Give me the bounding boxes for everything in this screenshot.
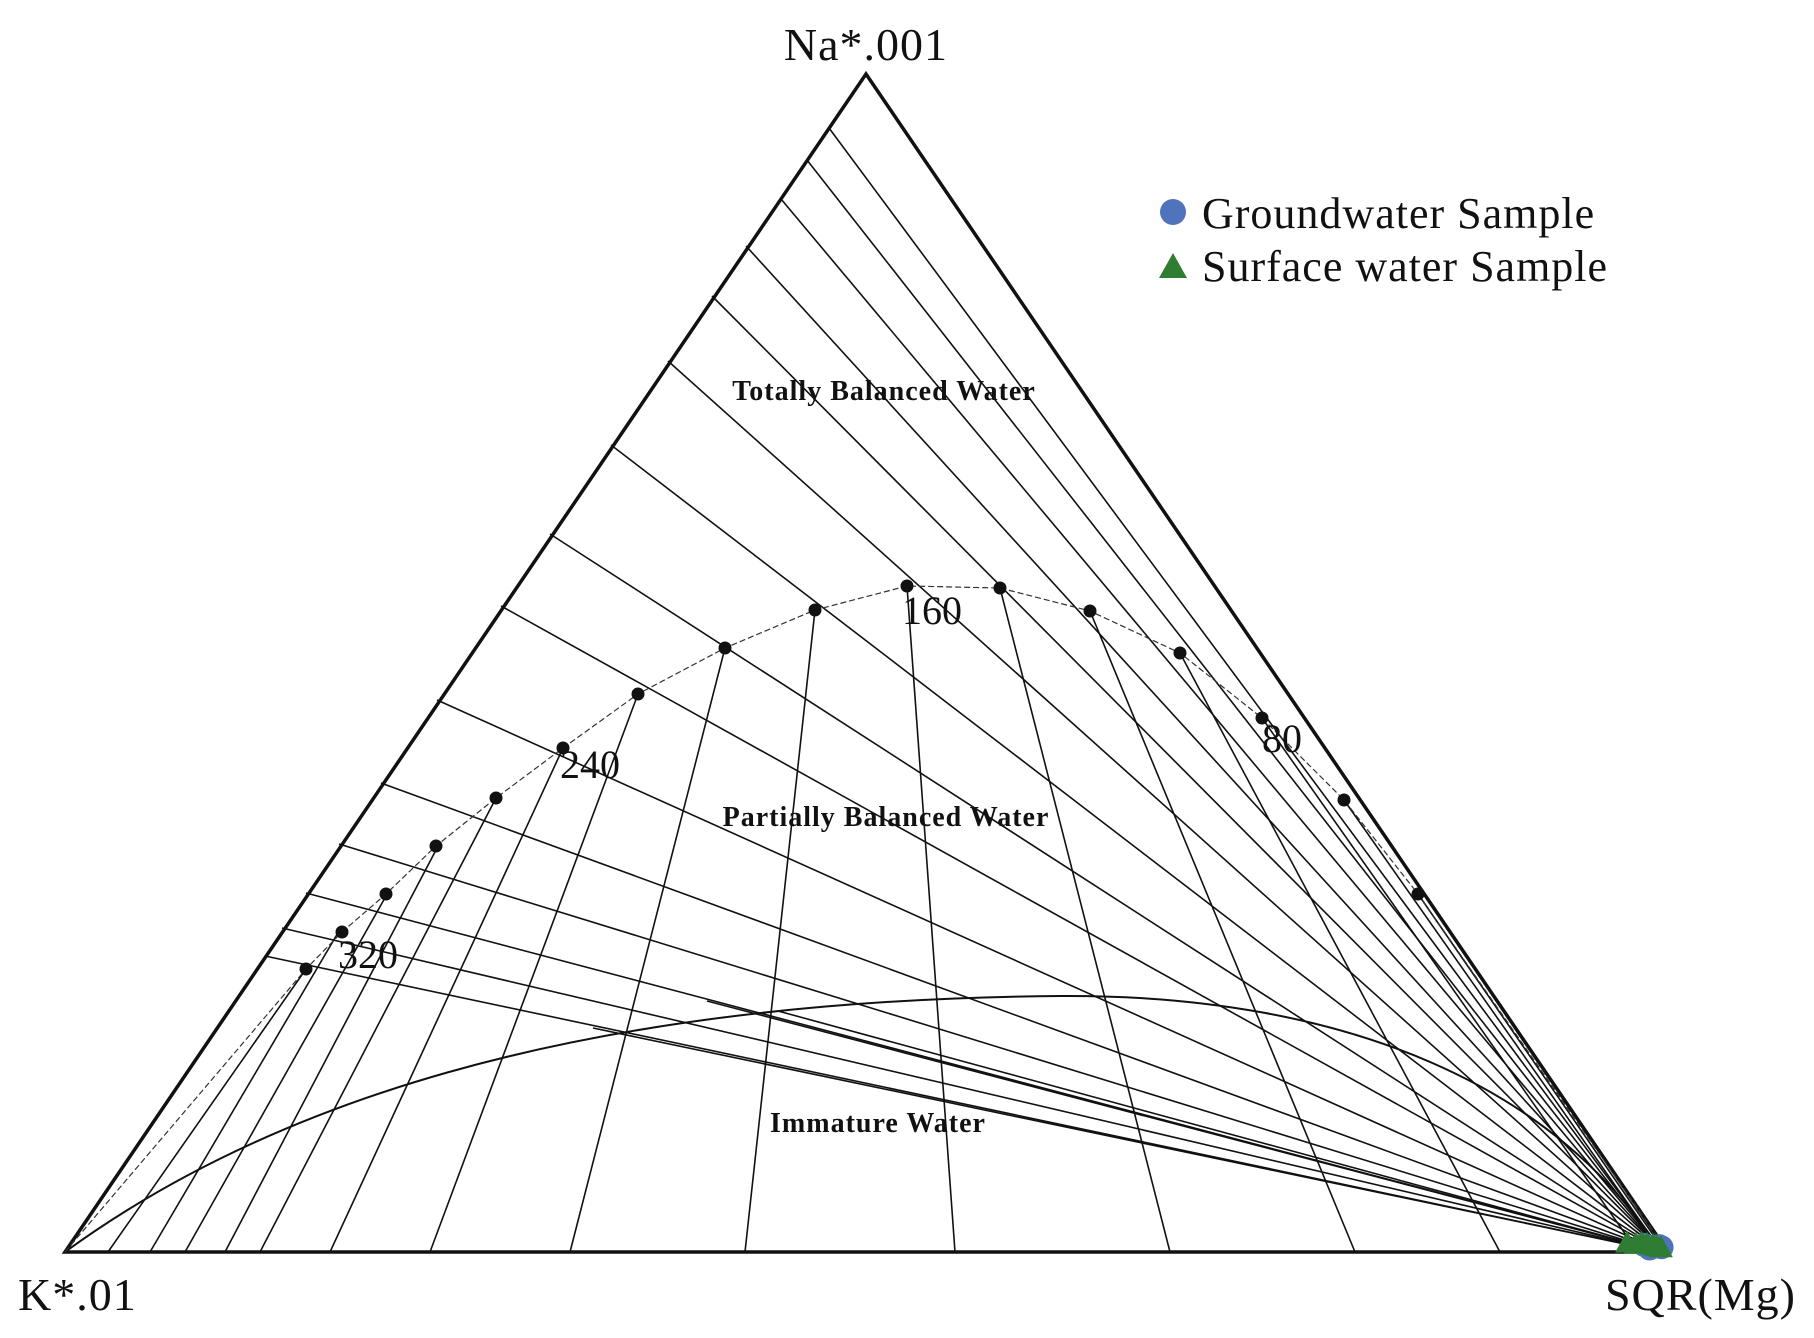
isotherm-grid xyxy=(107,127,1666,1253)
temperature-label-240: 240 xyxy=(560,742,620,787)
isotherm-line xyxy=(281,927,1664,1253)
temperature-dot xyxy=(1337,793,1351,807)
isotherm-line xyxy=(569,647,726,1253)
zone-label-partially-balanced: Partially Balanced Water xyxy=(723,802,1050,833)
zone-label-immature: Immature Water xyxy=(770,1108,986,1139)
isotherm-line xyxy=(149,925,343,1253)
isotherm-line xyxy=(224,849,437,1253)
temperature-dot xyxy=(429,839,443,853)
isotherm-line xyxy=(107,968,307,1253)
temperature-dot xyxy=(489,791,503,805)
legend-circle-marker xyxy=(1160,199,1186,225)
isotherm-line xyxy=(745,245,1664,1253)
surface-water-sample-point xyxy=(1648,1235,1673,1258)
temperature-dot xyxy=(900,579,914,593)
isotherm-line xyxy=(1261,717,1639,1253)
isotherm-line xyxy=(429,693,639,1253)
ternary-triangle-outline xyxy=(61,70,1672,1254)
full-equilibrium-line xyxy=(64,579,1669,1253)
isotherm-line xyxy=(338,843,1664,1253)
isotherm-line xyxy=(1179,652,1501,1253)
temperature-dot xyxy=(1255,711,1269,725)
isotherm-line xyxy=(264,955,1664,1253)
temperature-dot xyxy=(1411,887,1425,901)
isotherm-line xyxy=(780,198,1664,1253)
isotherm-line xyxy=(610,444,1664,1253)
temperature-label-80: 80 xyxy=(1262,716,1302,761)
isotherm-line xyxy=(1089,610,1356,1253)
isotherm-line xyxy=(259,797,497,1253)
isotherm-line xyxy=(711,295,1664,1253)
isotherm-line xyxy=(1343,799,1663,1253)
temperature-label-160: 160 xyxy=(902,588,962,633)
temperature-dot xyxy=(1083,604,1097,618)
legend-label-groundwater: Groundwater Sample xyxy=(1202,189,1595,238)
legend-label-surface-water: Surface water Sample xyxy=(1202,242,1608,291)
temperature-dot xyxy=(808,603,822,617)
isotherm-line xyxy=(305,892,1664,1253)
isotherm-line xyxy=(500,605,1664,1253)
vertex-label-right: SQR(Mg) xyxy=(1605,1269,1796,1320)
isotherm-line xyxy=(777,1010,1664,1253)
temperature-dot xyxy=(556,741,570,755)
temperature-dot xyxy=(299,962,313,976)
temperature-dot xyxy=(993,581,1007,595)
zone-label-totally-balanced: Totally Balanced Water xyxy=(732,376,1036,407)
vertex-label-left: K*.01 xyxy=(18,1269,137,1320)
isotherm-line xyxy=(436,699,1664,1253)
temperature-dot xyxy=(718,641,732,655)
temperature-dot xyxy=(1173,646,1187,660)
immature-water-boundary-curve xyxy=(64,994,1661,1253)
isotherm-line xyxy=(999,587,1171,1253)
isotherm-line xyxy=(667,360,1664,1253)
temperature-dot xyxy=(631,687,645,701)
legend: Groundwater Sample Surface water Sample xyxy=(1159,189,1608,291)
isotherm-line xyxy=(380,782,1664,1253)
temperature-dot xyxy=(335,925,349,939)
isotherm-line xyxy=(329,747,564,1253)
temperature-label-320: 320 xyxy=(338,932,398,977)
legend-triangle-marker xyxy=(1159,253,1187,278)
full-equilibrium-curve xyxy=(64,585,1669,1253)
temperature-dot xyxy=(379,887,393,901)
isotherm-line xyxy=(828,127,1664,1253)
isotherm-line xyxy=(184,895,387,1253)
sample-points xyxy=(1615,1230,1674,1261)
isotherm-line xyxy=(744,609,816,1253)
vertex-label-top: Na*.001 xyxy=(784,19,948,70)
isotherm-line xyxy=(549,533,1664,1253)
isotherm-line xyxy=(906,585,956,1253)
isotherm-line xyxy=(806,159,1664,1253)
